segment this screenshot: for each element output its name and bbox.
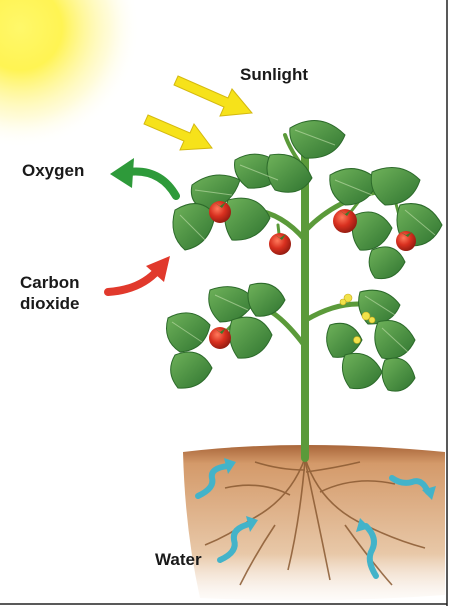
water-label: Water — [155, 549, 202, 570]
carbon-dioxide-label: Carbon dioxide — [20, 272, 110, 314]
carbon-dioxide-arrow-icon — [108, 256, 170, 292]
sunlight-label: Sunlight — [240, 64, 308, 85]
oxygen-label: Oxygen — [22, 160, 84, 181]
tomato-plant-icon — [167, 120, 443, 458]
oxygen-arrow-icon — [110, 158, 176, 196]
sunlight-arrow-icon — [144, 76, 252, 150]
sun-icon — [0, 0, 140, 148]
